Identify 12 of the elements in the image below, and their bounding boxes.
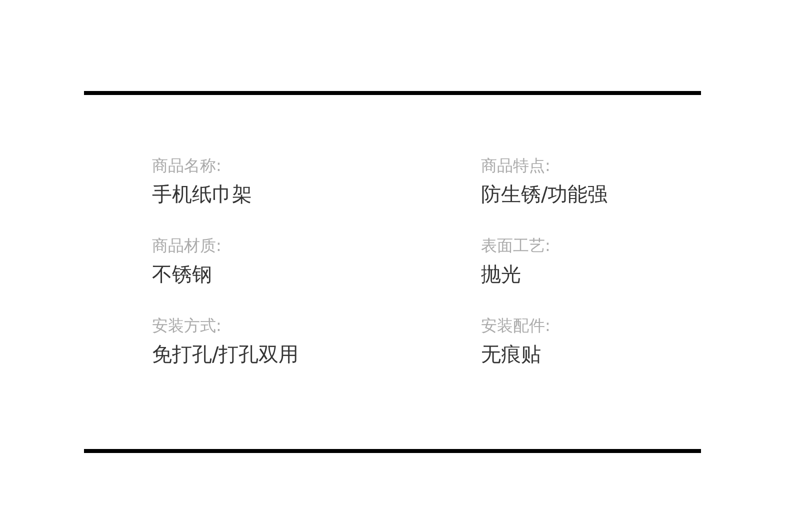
spec-value: 免打孔/打孔双用 (152, 342, 299, 366)
spec-value: 不锈钢 (152, 262, 212, 286)
spec-label: 安装配件: (481, 316, 550, 336)
spec-value: 无痕贴 (481, 342, 541, 366)
spec-label: 商品特点: (481, 156, 550, 176)
spec-label: 商品名称: (152, 156, 222, 176)
spec-value: 抛光 (481, 262, 521, 286)
spec-value: 防生锈/功能强 (481, 182, 608, 206)
spec-label: 商品材质: (152, 236, 222, 256)
spec-label: 表面工艺: (481, 236, 550, 256)
spec-label: 安装方式: (152, 316, 222, 336)
spec-value: 手机纸巾架 (152, 182, 252, 206)
